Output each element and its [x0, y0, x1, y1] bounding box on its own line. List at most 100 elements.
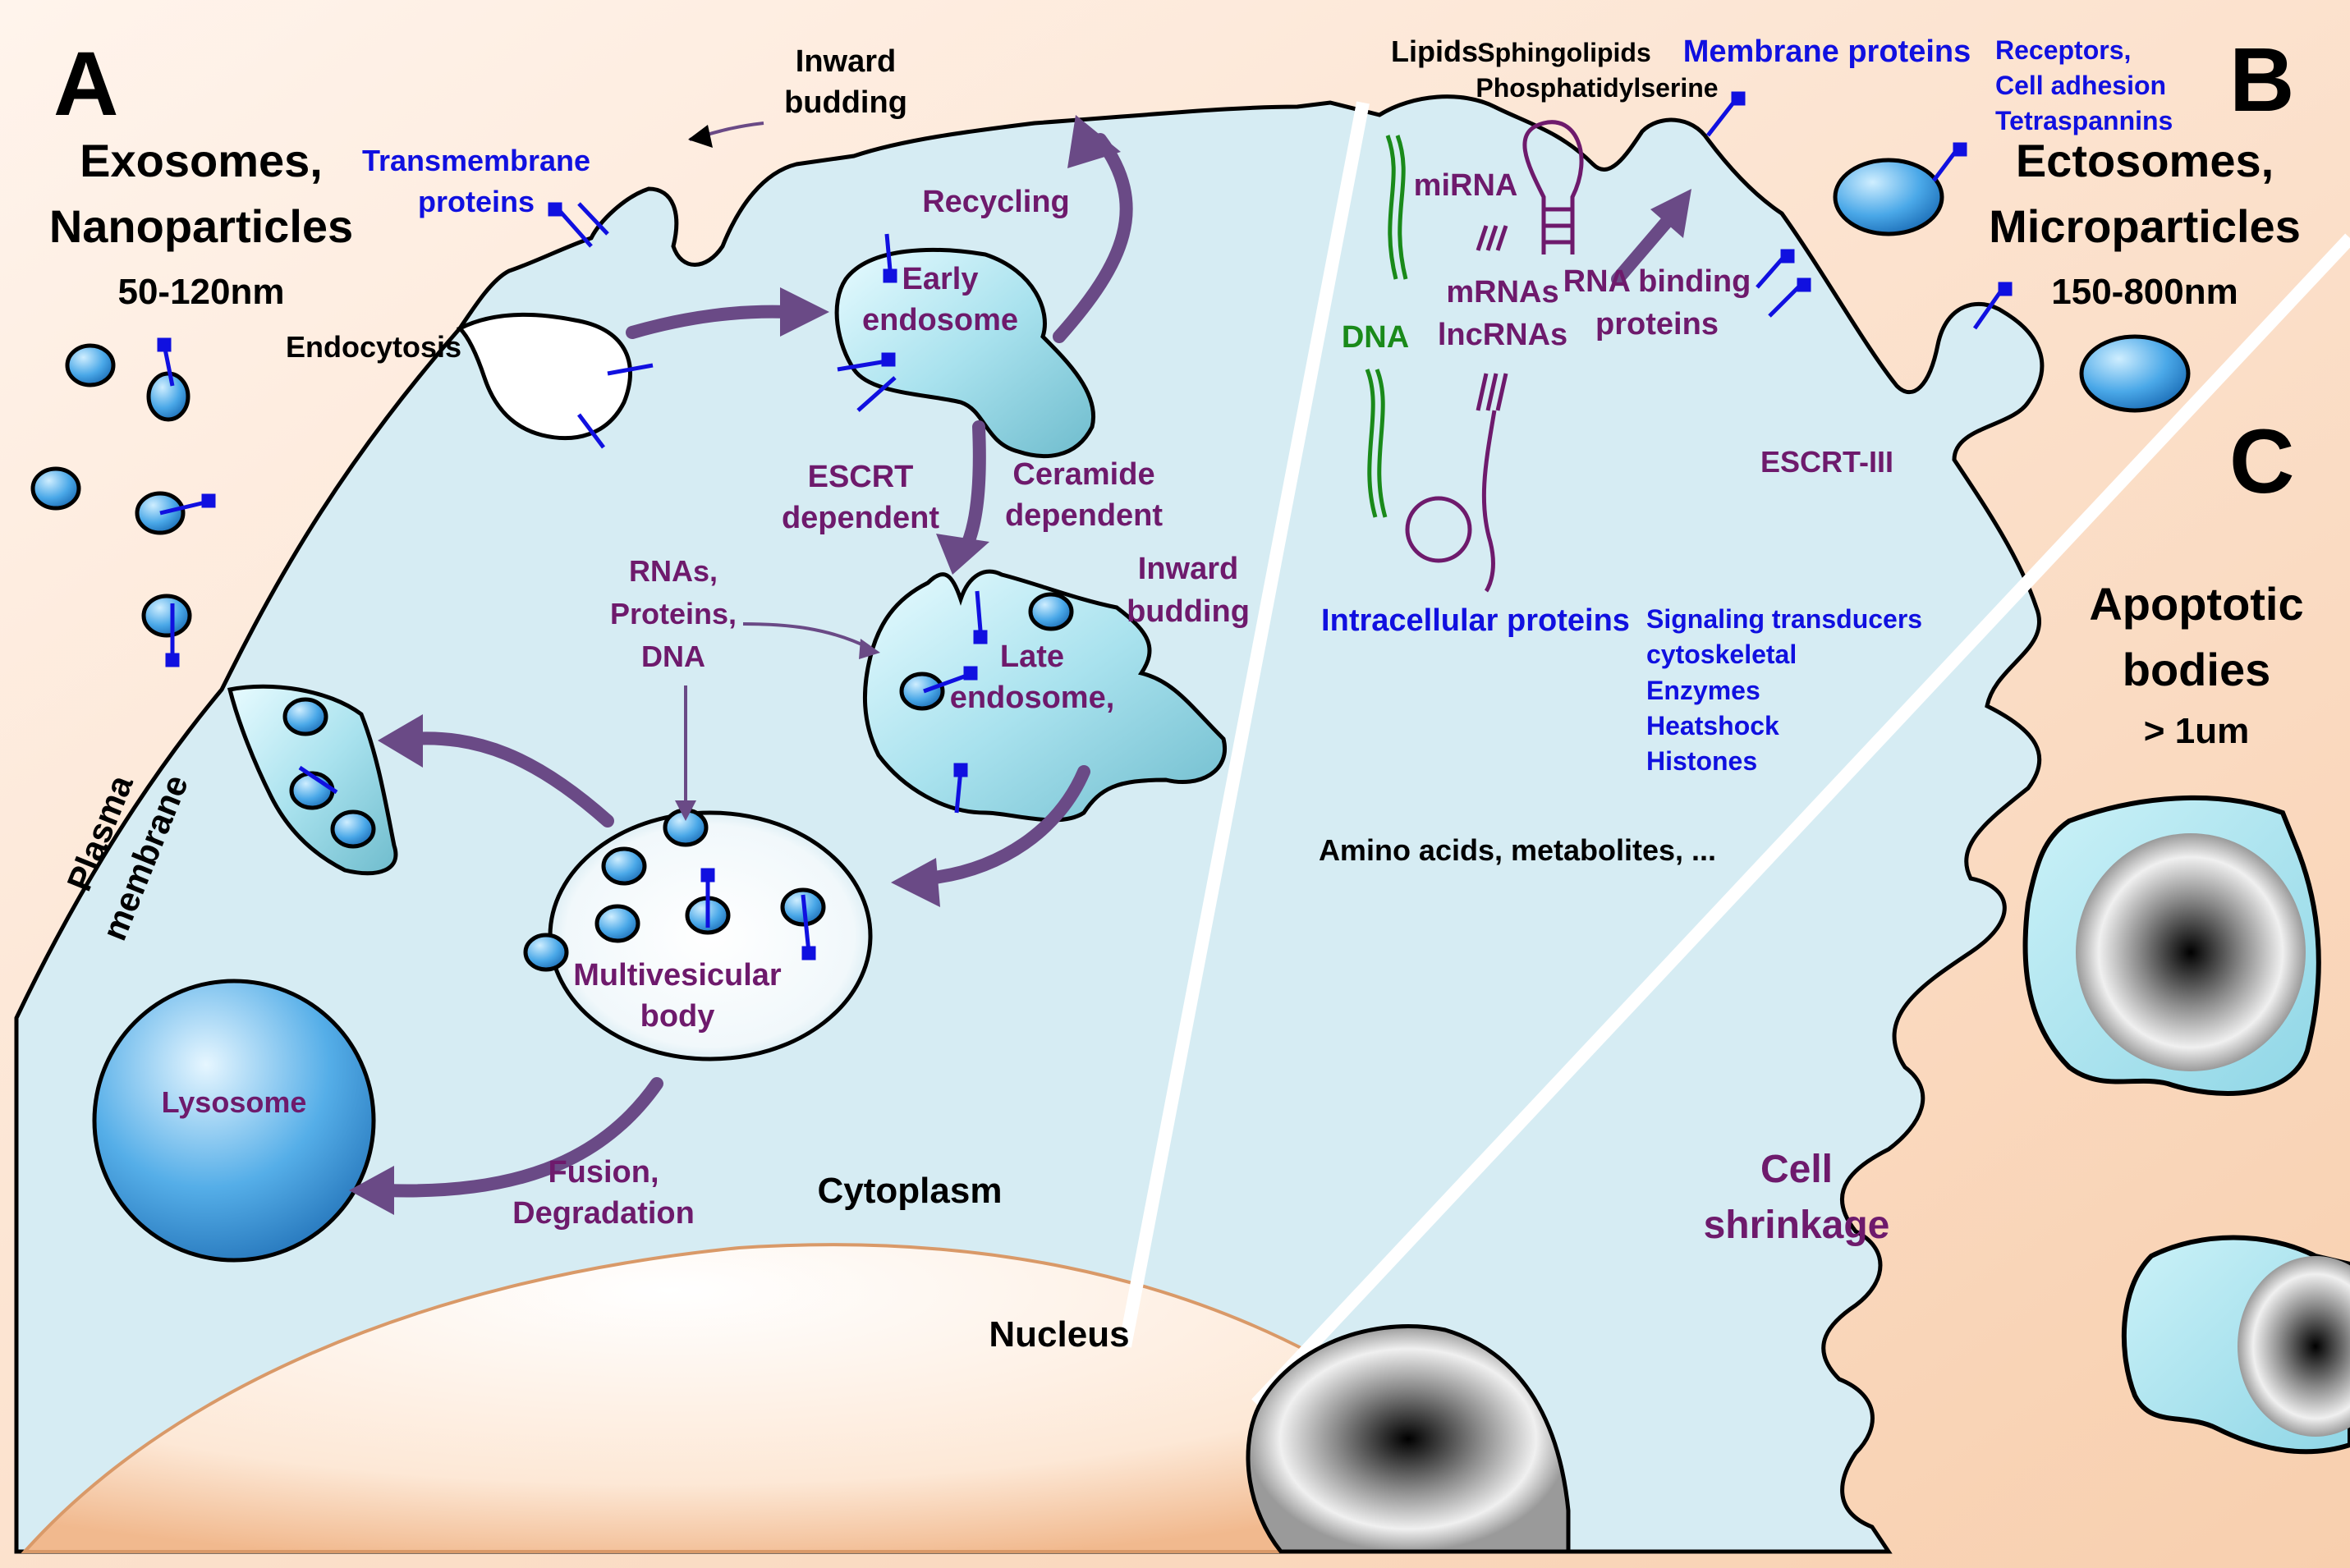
label-cargo-2: Proteins, [610, 597, 737, 630]
panel-b-size: 150-800nm [2051, 272, 2238, 312]
label-transmembrane-2: proteins [418, 185, 535, 218]
label-cytoplasm: Cytoplasm [818, 1171, 1003, 1211]
circular-rna [1405, 496, 1472, 563]
label-ceramide-2: dependent [1005, 498, 1163, 533]
arrow-budding-b [1611, 215, 1673, 286]
late-endosome [862, 569, 1227, 823]
label-amino: Amino acids, metabolites, ... [1319, 833, 1716, 867]
arrow-heads [349, 115, 1691, 1215]
inward-budding-arrow-head [688, 125, 713, 148]
label-signaling-4: Heatshock [1646, 711, 1779, 740]
label-signaling-2: cytoskeletal [1646, 640, 1797, 669]
label-signaling-1: Signaling transducers [1646, 604, 1922, 634]
panel-a-size: 50-120nm [117, 272, 284, 312]
panel-c-size: > 1um [2144, 711, 2249, 751]
label-transmembrane-1: Transmembrane [362, 144, 590, 177]
exosome-vesicle [146, 371, 190, 422]
label-mvb-1: Multivesicular [573, 958, 782, 993]
panel-b-title-1: Ectosomes, [2016, 135, 2274, 186]
exosome-vesicle [65, 343, 116, 387]
label-fusion-1: Fusion, [548, 1155, 659, 1190]
label-cargo-1: RNAs, [629, 554, 718, 588]
label-cargo-3: DNA [641, 640, 705, 673]
late-endosome-vesicle [899, 672, 945, 711]
label-mrnas: mRNAs [1446, 275, 1558, 309]
exosome-vesicles [30, 158, 2191, 972]
mirna-hairpin [1522, 120, 1584, 254]
label-late-endosome-1: Late [1000, 640, 1064, 674]
label-dna: DNA [1342, 320, 1409, 355]
panel-c-title-1: Apoptotic [2089, 578, 2303, 630]
mvb-intraluminal-vesicle [601, 846, 647, 886]
label-lncrnas: lncRNAs [1438, 318, 1567, 352]
label-fusion-2: Degradation [512, 1196, 695, 1231]
apoptotic-body-large-chromatin [2076, 833, 2306, 1071]
panel-letter-b: B [2229, 30, 2294, 131]
mvb-intraluminal-vesicle [523, 933, 569, 972]
label-sphingolipids: Sphingolipids [1477, 38, 1651, 67]
arrow-recycling [1053, 133, 1133, 343]
pocket-vesicle [282, 697, 328, 736]
panel-a-title-1: Exosomes, [80, 135, 323, 186]
label-early-endosome-2: endosome [862, 303, 1018, 337]
lncrna-strand [1481, 410, 1497, 593]
arrow-mvb-to-lysosome [379, 1077, 663, 1198]
label-receptors-2: Cell adhesion [1995, 71, 2166, 100]
pocket-vesicle [330, 809, 376, 849]
thin-arrow-heads [675, 639, 880, 821]
label-recycling: Recycling [922, 185, 1070, 219]
lysosome [92, 979, 376, 1263]
label-late-endosome-2: endosome, [950, 681, 1115, 715]
divider-bc [1251, 233, 2350, 1409]
label-inward-budding-top-2: budding [784, 85, 907, 120]
pocket-vesicle [289, 771, 335, 810]
panel-letter-c: C [2229, 411, 2294, 512]
label-endocytosis: Endocytosis [286, 330, 461, 364]
label-lipids: Lipids [1391, 34, 1478, 68]
panel-a-title-2: Nanoparticles [49, 200, 353, 252]
divider-ab [1118, 101, 1370, 1348]
endocytosis-pocket [456, 312, 632, 441]
label-rna-binding-2: proteins [1595, 307, 1719, 342]
nucleus [21, 1243, 1315, 1553]
arrow-mvb-to-membrane [404, 731, 614, 828]
label-mvb-2: body [640, 999, 715, 1034]
late-endosome-vesicle [1028, 592, 1074, 631]
arrow-endocytosis-to-early [626, 305, 795, 339]
label-inward-budding-top-1: Inward [796, 44, 896, 79]
ectosome-vesicle [2079, 334, 2191, 413]
membrane-protein-markers [157, 91, 2013, 961]
rna-drawings [1405, 120, 1584, 593]
label-receptors-3: Tetraspannins [1995, 106, 2173, 135]
label-receptors-1: Receptors, [1995, 35, 2131, 65]
label-signaling-5: Histones [1646, 746, 1757, 776]
arrow-late-to-mvb [921, 765, 1090, 885]
apoptotic-nucleus-fragment [1246, 1324, 1571, 1554]
label-escrt-2: dependent [782, 501, 939, 535]
label-rna-binding-1: RNA binding [1563, 264, 1751, 299]
apoptotic-body-small-chromatin [2238, 1256, 2350, 1437]
ectosome-vesicle [1833, 158, 1944, 236]
label-phosphatidylserine: Phosphatidylserine [1476, 73, 1718, 103]
label-early-endosome-1: Early [902, 262, 979, 296]
label-mirna: miRNA [1414, 168, 1518, 203]
label-inward-budding-mid-1: Inward [1138, 552, 1238, 586]
exosome-vesicle [141, 594, 192, 638]
exosome-vesicle [30, 466, 81, 511]
label-shrink-2: shrinkage [1704, 1204, 1890, 1247]
label-intracellular: Intracellular proteins [1321, 603, 1630, 638]
label-shrink-1: Cell [1760, 1148, 1833, 1191]
early-endosome [834, 247, 1095, 458]
label-escrt-1: ESCRT [808, 460, 914, 494]
panel-b-title-2: Microparticles [1989, 200, 2301, 252]
label-inward-budding-mid-2: budding [1127, 594, 1250, 629]
label-nucleus: Nucleus [989, 1314, 1129, 1355]
label-membrane-proteins: Membrane proteins [1683, 34, 1971, 69]
label-ceramide-1: Ceramide [1012, 457, 1154, 492]
mvb-intraluminal-vesicle [594, 904, 640, 943]
cytoplasm-body [14, 94, 2045, 1554]
label-lysosome: Lysosome [162, 1085, 307, 1119]
panel-c-title-2: bodies [2123, 644, 2270, 695]
panel-letter-a: A [53, 34, 118, 135]
label-escrt3: ESCRT-III [1760, 445, 1893, 479]
